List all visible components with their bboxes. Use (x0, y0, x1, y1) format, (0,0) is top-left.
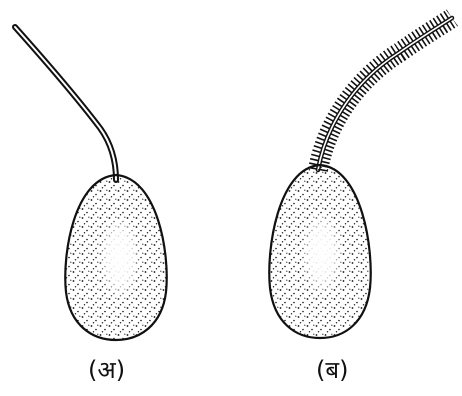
whiplash-flagellum-core (15, 27, 116, 180)
cell-a-group (15, 27, 167, 340)
figure-label-b: (ब) (316, 358, 348, 382)
cell-b-group (269, 18, 452, 338)
cell-b-highlight (300, 213, 344, 303)
figure-label-a: (अ) (88, 358, 125, 382)
tinsel-flagellum-hairs (318, 18, 452, 170)
cell-a-highlight (98, 217, 142, 307)
whiplash-flagellum (15, 27, 116, 180)
